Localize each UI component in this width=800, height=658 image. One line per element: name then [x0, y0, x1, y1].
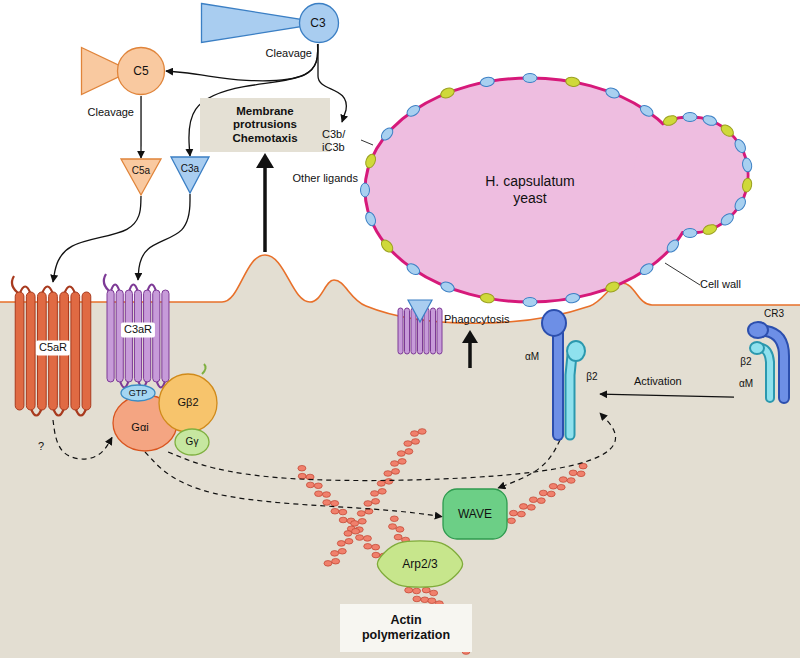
node-text: C5a — [132, 165, 150, 177]
node-text: C5 — [133, 64, 148, 78]
node-text: C3a — [181, 163, 199, 175]
signal-arrow — [53, 420, 112, 459]
node-text: Gγ — [186, 436, 199, 448]
signal-arrow — [168, 413, 615, 481]
arp-complex: Arp2/3 — [372, 536, 468, 592]
chemotaxis-arrow — [263, 166, 267, 252]
phagocytosis-arrow — [468, 342, 472, 368]
edge-label: Activation — [632, 375, 684, 388]
fragment-c5a: C5a — [120, 158, 162, 196]
integrin-cr3: αM β2 — [520, 305, 600, 440]
bound-receptor — [398, 300, 442, 354]
leader-line — [665, 263, 700, 285]
fragment-c5a-shape — [120, 158, 162, 196]
node-text: Gαi — [131, 421, 148, 434]
fragment-c3a: C3a — [170, 156, 210, 194]
protein-c3: C3 — [200, 2, 340, 44]
flow-arrow — [138, 194, 190, 280]
flow-arrow — [140, 96, 141, 158]
actin-filaments — [298, 429, 587, 655]
node-text: GTP — [129, 388, 148, 399]
signal-arrow — [498, 440, 560, 488]
node-text: Arp2/3 — [402, 557, 437, 571]
outcome-box: Actin polymerization — [340, 604, 472, 652]
receptor-c3ar: C3aR — [104, 280, 172, 392]
edge-label: ? — [36, 440, 46, 453]
outcome-box: Membrane protrusions Chemotaxis — [200, 98, 330, 152]
node-text: WAVE — [458, 507, 492, 521]
yeast-cell: H. capsulatum yeast — [365, 78, 695, 302]
process-label: Cleavage — [250, 47, 312, 60]
cytoplasm — [0, 255, 800, 658]
g-gamma: Gγ — [174, 428, 210, 456]
arrowhead — [256, 153, 274, 168]
node-text: CR3 — [764, 308, 784, 320]
leader-line — [361, 140, 373, 145]
ligand-label: Other ligands — [284, 172, 358, 185]
protein-c5: C5 — [80, 46, 166, 96]
node-text: β2 — [740, 356, 751, 368]
structure-label: Cell wall — [700, 278, 758, 291]
node-text: Membrane protrusions Chemotaxis — [206, 105, 324, 146]
ligand-label: C3b/ iC3b — [322, 128, 360, 154]
node-text: C3aR — [121, 322, 155, 337]
integrin-cr3: CR3 β2 αM — [734, 306, 796, 400]
node-text: Actin polymerization — [346, 613, 466, 643]
node-text: C3 — [310, 16, 325, 30]
node-text: C5aR — [36, 340, 70, 355]
node-text: H. capsulatum yeast — [480, 173, 580, 207]
gtp: GTP — [120, 384, 156, 402]
arrowhead — [462, 330, 478, 343]
flow-arrow — [600, 394, 734, 397]
g-beta: Gβ2 — [158, 372, 218, 434]
wave-complex: WAVE — [442, 488, 508, 540]
process-label: Phagocytosis — [444, 313, 518, 326]
fragment-c3a-shape — [170, 156, 210, 194]
node-text: Gβ2 — [177, 396, 198, 409]
flow-arrow — [166, 44, 318, 81]
receptor-c5ar: C5aR — [12, 282, 94, 420]
node-text: αM — [525, 351, 539, 363]
protein-c5-shape — [80, 46, 166, 96]
node-text: β2 — [586, 371, 597, 383]
process-label: Cleavage — [72, 106, 134, 119]
flow-arrow — [53, 196, 141, 282]
signal-arrow — [145, 452, 442, 517]
node-text: αM — [739, 378, 753, 390]
